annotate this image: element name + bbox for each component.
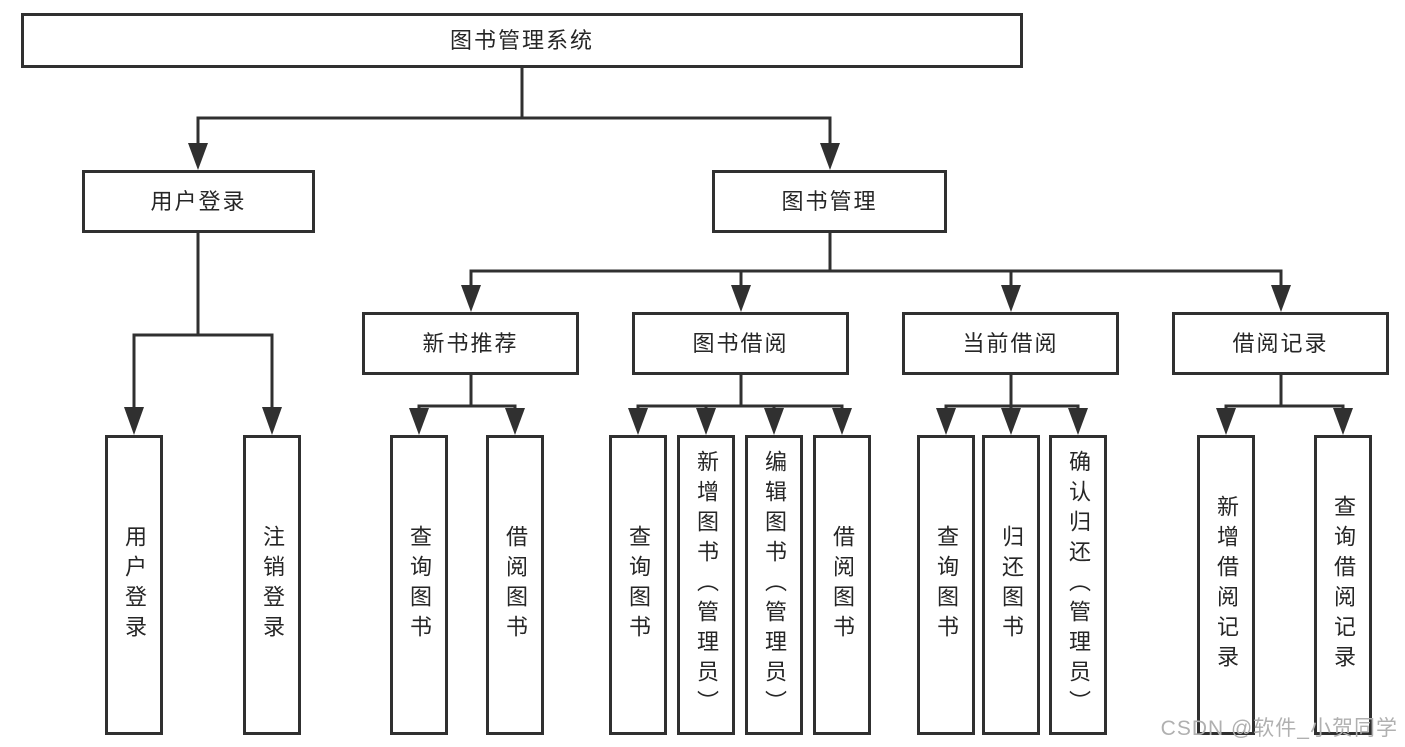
- node-leaf-add-book: 新增图书（管理员）: [677, 435, 735, 735]
- node-leaf-borrow-book-1: 借阅图书: [486, 435, 544, 735]
- node-leaf-add-borrow-record-label: 新增借阅记录: [1214, 495, 1239, 675]
- arrowhead: [1333, 408, 1353, 435]
- node-leaf-query-book-3: 查询图书: [917, 435, 975, 735]
- arrowhead: [764, 408, 784, 435]
- arrowhead: [505, 408, 525, 435]
- arrowhead: [696, 408, 716, 435]
- arrowhead: [461, 285, 481, 312]
- node-leaf-query-borrow-record-label: 查询借阅记录: [1331, 495, 1356, 675]
- node-leaf-user-login-label: 用户登录: [122, 525, 147, 645]
- node-borrow-record: 借阅记录: [1172, 312, 1389, 375]
- node-new-book-recommend-label: 新书推荐: [422, 330, 519, 356]
- node-leaf-confirm-return: 确认归还（管理员）: [1049, 435, 1107, 735]
- arrowhead: [820, 143, 840, 170]
- node-leaf-query-book-1-label: 查询图书: [407, 525, 432, 645]
- node-book-management-label: 图书管理: [781, 188, 878, 214]
- node-root-label: 图书管理系统: [449, 27, 594, 53]
- node-leaf-edit-book: 编辑图书（管理员）: [745, 435, 803, 735]
- node-leaf-query-book-2: 查询图书: [609, 435, 667, 735]
- node-borrow-record-label: 借阅记录: [1232, 330, 1329, 356]
- arrowhead: [1001, 285, 1021, 312]
- arrowhead: [124, 407, 144, 435]
- node-leaf-borrow-book-2-label: 借阅图书: [830, 525, 855, 645]
- arrowhead: [409, 408, 429, 435]
- node-leaf-add-borrow-record: 新增借阅记录: [1197, 435, 1255, 735]
- arrowhead: [1216, 408, 1236, 435]
- node-leaf-add-book-label: 新增图书（管理员）: [694, 450, 719, 720]
- node-book-borrow-label: 图书借阅: [692, 330, 789, 356]
- arrowhead: [262, 407, 282, 435]
- node-current-borrow-label: 当前借阅: [962, 330, 1059, 356]
- arrowhead: [1271, 285, 1291, 312]
- node-leaf-confirm-return-label: 确认归还（管理员）: [1066, 450, 1091, 720]
- node-user-login-label: 用户登录: [150, 188, 247, 214]
- node-current-borrow: 当前借阅: [902, 312, 1119, 375]
- arrowhead: [936, 408, 956, 435]
- node-leaf-query-book-3-label: 查询图书: [934, 525, 959, 645]
- node-leaf-return-book-label: 归还图书: [999, 525, 1024, 645]
- arrowhead: [188, 143, 208, 170]
- csdn-watermark: CSDN @软件_小贺同学: [1160, 717, 1398, 740]
- node-leaf-logout: 注销登录: [243, 435, 301, 735]
- node-user-login: 用户登录: [82, 170, 315, 233]
- node-book-management: 图书管理: [712, 170, 947, 233]
- node-leaf-return-book: 归还图书: [982, 435, 1040, 735]
- arrowhead: [1068, 408, 1088, 435]
- arrowhead: [1001, 408, 1021, 435]
- node-leaf-edit-book-label: 编辑图书（管理员）: [762, 450, 787, 720]
- node-book-borrow: 图书借阅: [632, 312, 849, 375]
- node-root: 图书管理系统: [21, 13, 1023, 68]
- arrowhead: [731, 285, 751, 312]
- node-leaf-logout-label: 注销登录: [260, 525, 285, 645]
- node-leaf-user-login: 用户登录: [105, 435, 163, 735]
- node-leaf-query-book-2-label: 查询图书: [626, 525, 651, 645]
- node-leaf-borrow-book-1-label: 借阅图书: [503, 525, 528, 645]
- arrowhead: [628, 408, 648, 435]
- node-new-book-recommend: 新书推荐: [362, 312, 579, 375]
- node-leaf-query-book-1: 查询图书: [390, 435, 448, 735]
- node-leaf-query-borrow-record: 查询借阅记录: [1314, 435, 1372, 735]
- arrowhead: [832, 408, 852, 435]
- node-leaf-borrow-book-2: 借阅图书: [813, 435, 871, 735]
